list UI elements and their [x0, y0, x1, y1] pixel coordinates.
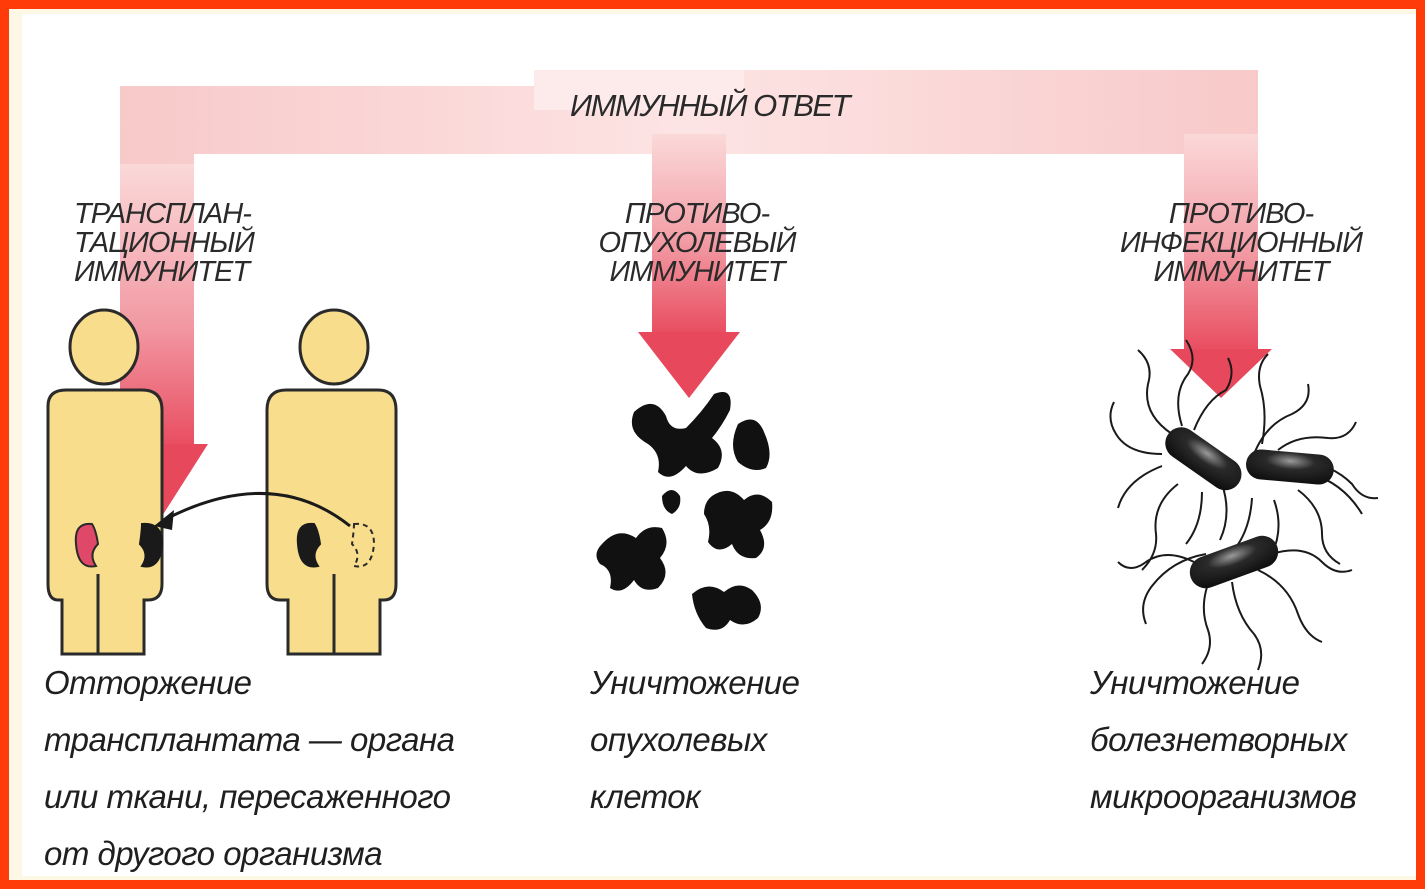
antitumor-caption-line-1: Уничтожение	[590, 654, 799, 711]
transplant-label-line-2: ТАЦИОННЫЙ	[74, 229, 274, 258]
antiinfection-label-line-3: ИММУНИТЕТ	[1116, 258, 1366, 287]
transplant-caption-line-4: от другого организма	[44, 825, 455, 882]
transplant-immunity-label: ТРАНСПЛАН- ТАЦИОННЫЙ ИММУНИТЕТ	[74, 200, 274, 287]
transplant-caption-line-2: трансплантата — органа	[44, 711, 455, 768]
antitumor-label-line-2: ОПУХОЛЕВЫЙ	[592, 229, 802, 258]
donor-figure	[267, 310, 396, 654]
antiinfection-label-line-1: ПРОТИВО-	[1116, 200, 1366, 229]
human-transplant-icon	[48, 310, 396, 654]
antitumor-immunity-label: ПРОТИВО- ОПУХОЛЕВЫЙ ИММУНИТЕТ	[592, 200, 802, 287]
antiinfection-label-line-2: ИНФЕКЦИОННЫЙ	[1116, 229, 1366, 258]
antitumor-label-line-1: ПРОТИВО-	[592, 200, 802, 229]
antitumor-caption: Уничтожение опухолевых клеток	[590, 654, 799, 825]
tumor-cells-icon	[596, 392, 772, 630]
antiinfection-caption-line-3: микроорганизмов	[1090, 768, 1356, 825]
antiinfection-caption-line-2: болезнетворных	[1090, 711, 1356, 768]
antitumor-label-line-3: ИММУНИТЕТ	[592, 258, 802, 287]
immune-response-label: ИММУННЫЙ ОТВЕТ	[570, 90, 849, 121]
bacteria-icon	[1110, 340, 1378, 670]
transplant-caption-line-3: или ткани, пересаженного	[44, 768, 455, 825]
transplant-caption-line-1: Отторжение	[44, 654, 455, 711]
antiinfection-immunity-label: ПРОТИВО- ИНФЕКЦИОННЫЙ ИММУНИТЕТ	[1116, 200, 1366, 287]
transplant-caption: Отторжение трансплантата — органа или тк…	[44, 654, 455, 882]
antitumor-caption-line-2: опухолевых	[590, 711, 799, 768]
transplant-label-line-3: ИММУНИТЕТ	[74, 258, 274, 287]
diagram-canvas: ИММУННЫЙ ОТВЕТ ТРАНСПЛАН- ТАЦИОННЫЙ ИММУ…	[22, 14, 1425, 876]
transplant-label-line-1: ТРАНСПЛАН-	[74, 200, 274, 229]
antiinfection-caption: Уничтожение болезнетворных микроорганизм…	[1090, 654, 1356, 825]
antitumor-caption-line-3: клеток	[590, 768, 799, 825]
antiinfection-caption-line-1: Уничтожение	[1090, 654, 1356, 711]
